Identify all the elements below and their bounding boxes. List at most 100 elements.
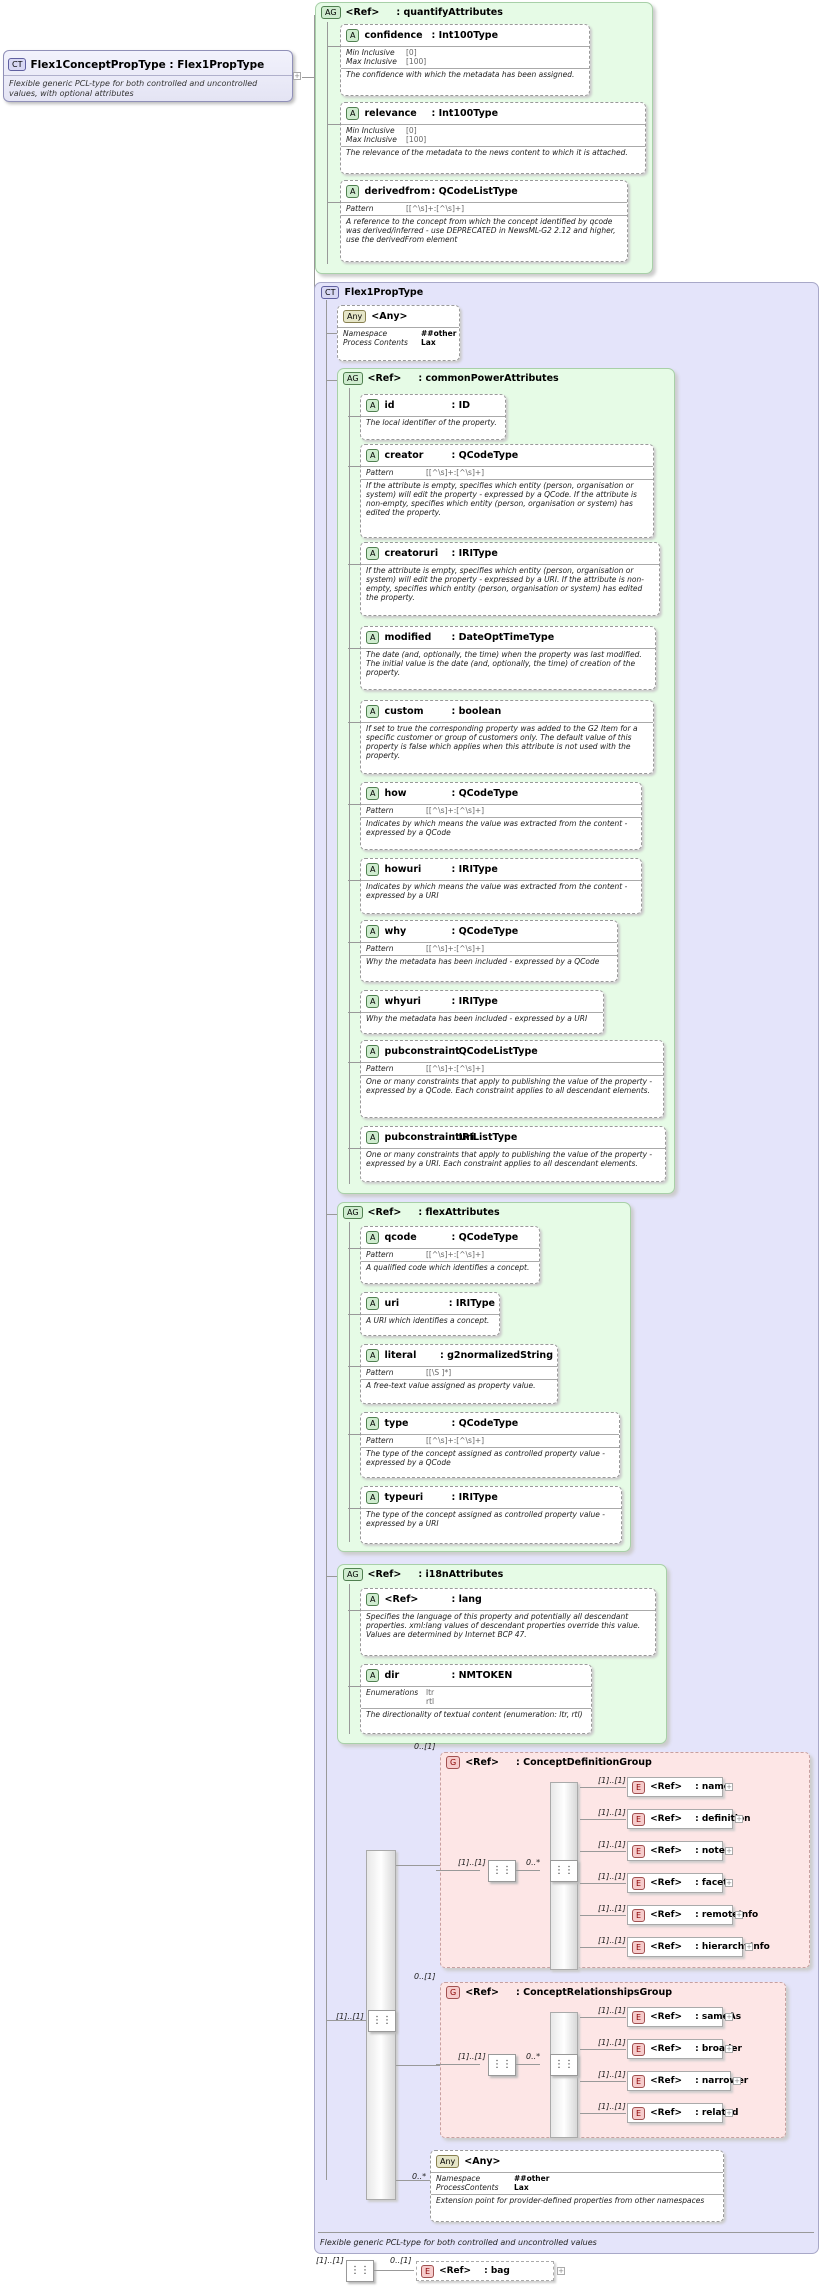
- separator: [361, 1434, 619, 1435]
- facet-value: [[^\s]+:[^\s]+]: [426, 1064, 485, 1073]
- attribute-type: : ID: [451, 400, 471, 411]
- connector-line: [436, 1870, 480, 1871]
- sequence-compositor[interactable]: ⋮⋮: [368, 2010, 396, 2032]
- element-tag: E: [632, 1876, 646, 1890]
- element-facet[interactable]: E<Ref>: facet: [627, 1873, 728, 1893]
- connector-line: [348, 1686, 360, 1687]
- expand-icon[interactable]: +: [735, 1911, 743, 1919]
- attribute-group-tag: AG: [343, 1568, 363, 1581]
- attribute-name: creator: [384, 450, 424, 461]
- facet-value: ##other: [514, 2174, 550, 2183]
- attribute-tag: A: [366, 631, 380, 644]
- separator: [361, 1366, 557, 1367]
- sequence-compositor[interactable]: ⋮⋮: [550, 2054, 578, 2076]
- connector-line: [396, 1865, 440, 1866]
- expand-icon[interactable]: +: [725, 2109, 733, 2117]
- facet-name: Namespace: [436, 2174, 481, 2183]
- connector-line: [348, 722, 360, 723]
- attribute-type: : QCodeType: [451, 926, 519, 937]
- expand-icon[interactable]: +: [557, 2267, 565, 2275]
- connector-line: [328, 202, 340, 203]
- sequence-compositor[interactable]: ⋮⋮: [550, 1860, 578, 1882]
- sequence-cardinality: 0..*: [526, 2052, 541, 2061]
- root-title: Flex1ConceptPropType : Flex1PropType: [30, 58, 265, 71]
- connector-line: [326, 2020, 368, 2021]
- expand-icon[interactable]: +: [745, 1943, 753, 1951]
- expand-icon[interactable]: +: [293, 72, 301, 80]
- element-related[interactable]: E<Ref>: related: [627, 2103, 738, 2123]
- expand-icon[interactable]: +: [725, 1879, 733, 1887]
- facet-row: Min Inclusive[0]: [341, 126, 645, 135]
- connector-line: [348, 1062, 360, 1063]
- expand-icon[interactable]: +: [725, 2045, 733, 2053]
- connector-line: [326, 1576, 337, 1577]
- element-note[interactable]: E<Ref>: note: [627, 1841, 725, 1861]
- sequence-compositor[interactable]: ⋮⋮: [488, 2054, 516, 2076]
- element-tag: E: [632, 1844, 646, 1858]
- element-name[interactable]: E<Ref>: name: [627, 1777, 730, 1797]
- facet-value: ltr: [426, 1688, 435, 1697]
- attribute-name: how: [384, 788, 407, 799]
- connector-line: [326, 333, 337, 334]
- connector-line: [327, 22, 328, 264]
- connector-line: [580, 1851, 626, 1852]
- facet-name: Pattern: [366, 1064, 394, 1073]
- facet-row: Min Inclusive[0]: [341, 48, 589, 57]
- facet-name: Pattern: [366, 806, 394, 815]
- element-tag: E: [421, 2264, 435, 2278]
- attribute-type: : QCodeListType: [431, 186, 518, 197]
- connector-line: [580, 1787, 626, 1788]
- attribute-tag: A: [366, 787, 380, 800]
- element-tag: E: [632, 2074, 646, 2088]
- element-remoteinfo[interactable]: E<Ref>: remoteInfo: [627, 1905, 758, 1925]
- attribute-name: id: [384, 400, 395, 411]
- separator: [361, 942, 617, 943]
- attribute-group-header: AG<Ref>: commonPowerAttributes: [343, 372, 559, 385]
- connector-line: [580, 2113, 626, 2114]
- connector-line: [326, 380, 337, 381]
- element-bag[interactable]: E<Ref>: bag: [416, 2261, 554, 2281]
- attribute-documentation: The confidence with which the metadata h…: [341, 68, 589, 82]
- attribute-type: : g2normalizedString: [440, 1350, 553, 1361]
- expand-icon[interactable]: +: [725, 1847, 733, 1855]
- attribute-documentation: The relevance of the metadata to the new…: [341, 146, 645, 160]
- connector-line: [349, 1584, 350, 1734]
- facet-row: rtl: [361, 1697, 591, 1706]
- any-tag: Any: [343, 310, 367, 323]
- element-sameas[interactable]: E<Ref>: sameAs: [627, 2007, 741, 2027]
- attribute-name: type: [384, 1418, 409, 1429]
- expand-icon[interactable]: +: [725, 1783, 733, 1791]
- group-cardinality: 0..[1]: [414, 1742, 436, 1751]
- attribute-name: uri: [384, 1298, 400, 1309]
- element-broader[interactable]: E<Ref>: broader: [627, 2039, 742, 2059]
- facet-name: Process Contents: [343, 338, 408, 347]
- attribute-name: pubconstrainturi: [384, 1132, 475, 1143]
- element-name: : broader: [695, 2044, 742, 2054]
- element-definition[interactable]: E<Ref>: definition: [627, 1809, 751, 1829]
- element-cardinality: [1]..[1]: [598, 2038, 626, 2047]
- sequence-compositor[interactable]: ⋮⋮: [346, 2260, 374, 2282]
- element-narrower[interactable]: E<Ref>: narrower: [627, 2071, 748, 2091]
- expand-icon[interactable]: +: [735, 1815, 743, 1823]
- separator: [361, 1248, 539, 1249]
- facet-name: Pattern: [366, 1368, 394, 1377]
- sequence-compositor[interactable]: ⋮⋮: [488, 1860, 516, 1882]
- facet-value: Lax: [514, 2183, 529, 2192]
- connector-line: [348, 1148, 360, 1149]
- element-hierarchyinfo[interactable]: E<Ref>: hierarchyInfo: [627, 1937, 770, 1957]
- element-ref: <Ref>: [650, 1782, 683, 1792]
- element-ref: <Ref>: [650, 2012, 683, 2022]
- expand-icon[interactable]: +: [725, 2013, 733, 2021]
- connector-line: [580, 1883, 626, 1884]
- attribute-type: : IRIType: [448, 1298, 495, 1309]
- attribute-name: pubconstraint: [384, 1046, 460, 1057]
- connector-line: [348, 942, 360, 943]
- any-cardinality: 0..*: [412, 2172, 427, 2181]
- expand-icon[interactable]: +: [733, 2077, 741, 2085]
